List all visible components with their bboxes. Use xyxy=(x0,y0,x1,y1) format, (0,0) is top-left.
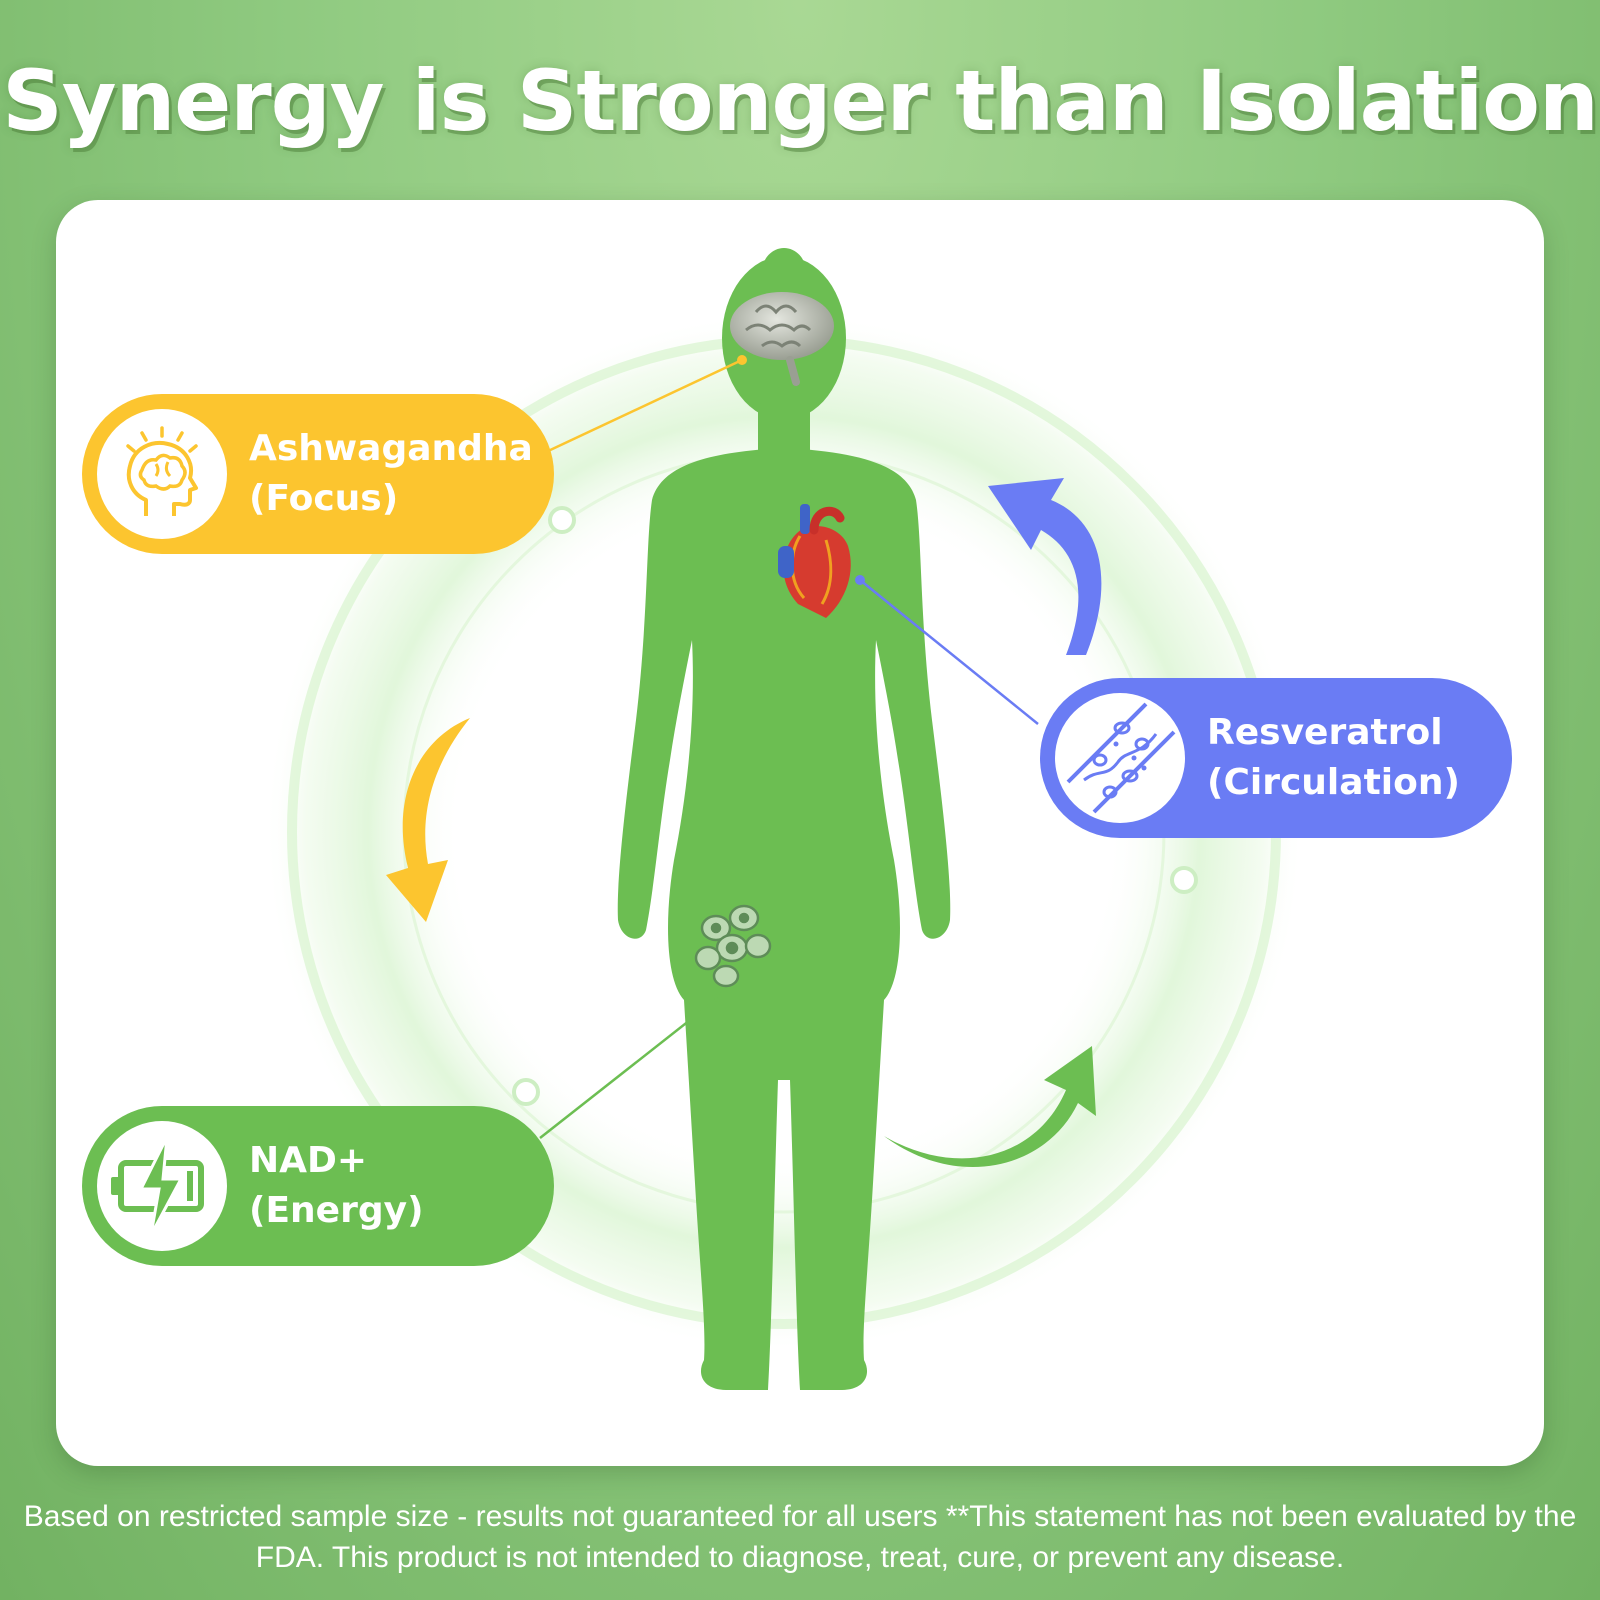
battery-bolt-icon xyxy=(97,1121,227,1251)
arrow-up-blue xyxy=(988,478,1102,655)
nad-label: NAD+ (Energy) xyxy=(249,1140,424,1231)
diagram-card: Ashwagandha (Focus) Resveratrol (Circula… xyxy=(56,200,1544,1466)
head-brain-icon xyxy=(97,409,227,539)
fda-disclaimer: Based on restricted sample size - result… xyxy=(23,1500,1577,1574)
callout-ashwagandha: Ashwagandha (Focus) xyxy=(82,394,554,554)
arrow-down-yellow xyxy=(386,718,470,922)
callout-resveratrol: Resveratrol (Circulation) xyxy=(1040,678,1512,838)
resveratrol-label: Resveratrol (Circulation) xyxy=(1207,712,1460,803)
heart-organ xyxy=(778,504,851,618)
callout-nad: NAD+ (Energy) xyxy=(82,1106,554,1266)
arrow-right-green xyxy=(884,1046,1096,1168)
page-title: Synergy is Stronger than Isolation xyxy=(2,52,1599,150)
connector-resveratrol xyxy=(859,579,1039,725)
brain-organ xyxy=(730,292,834,386)
cells-cluster xyxy=(694,904,772,988)
blood-vessel-icon xyxy=(1055,693,1185,823)
connector-nad xyxy=(539,997,719,1139)
body-diagram xyxy=(264,248,1304,1390)
ashwagandha-label: Ashwagandha (Focus) xyxy=(249,428,533,519)
connector-ashwagandha xyxy=(545,358,743,454)
